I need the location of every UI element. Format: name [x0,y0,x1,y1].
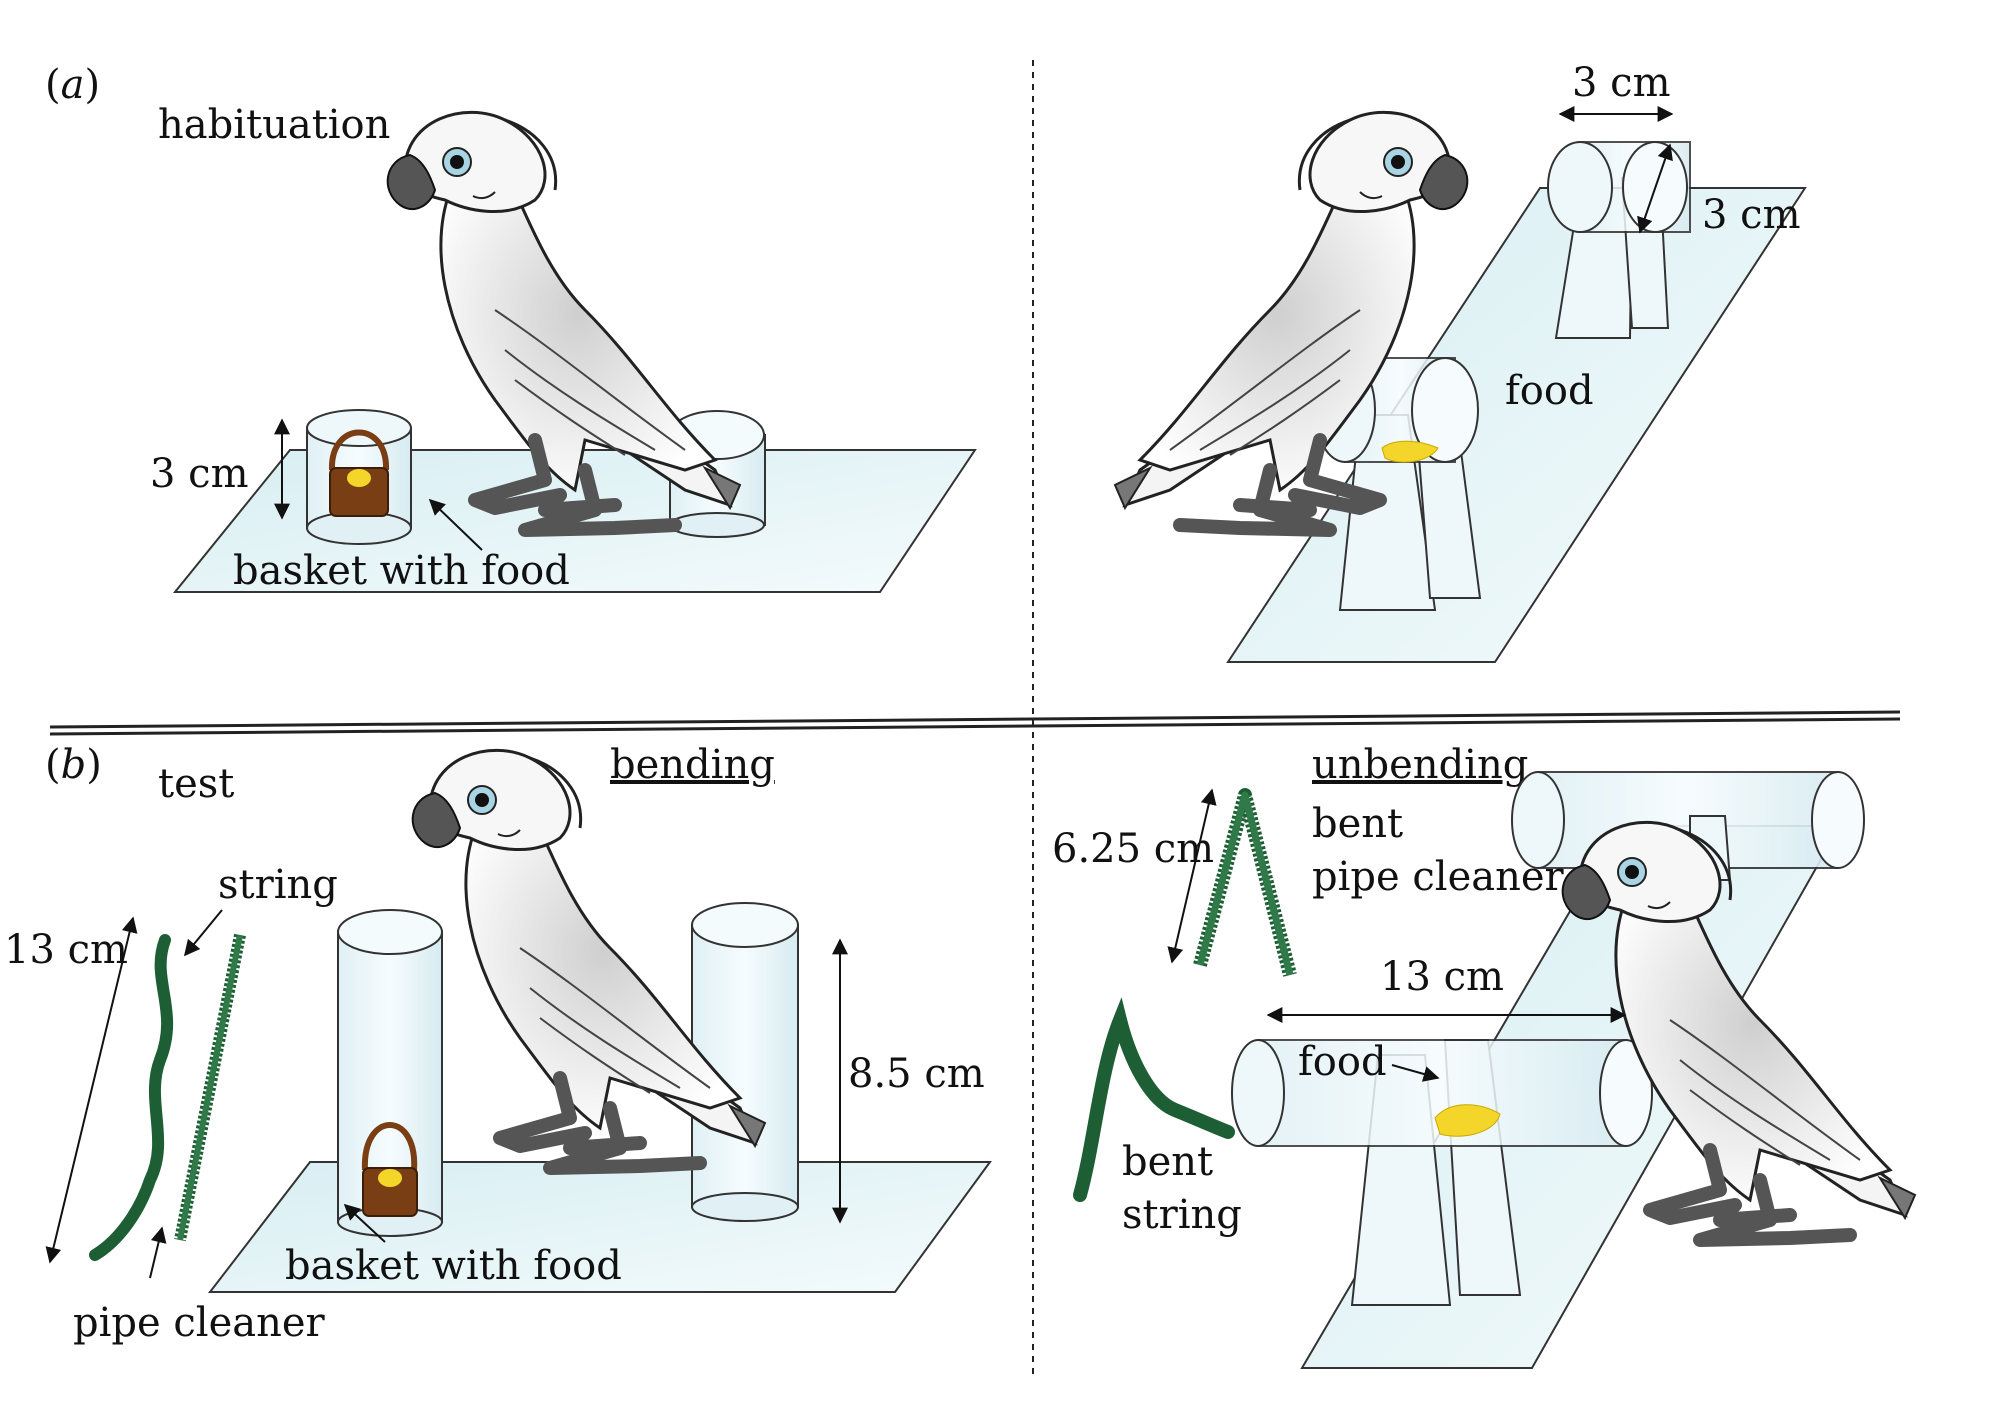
food-b-right [1434,1104,1501,1137]
basket-pointer-arrow-b [343,1203,386,1243]
diameter-arrow [1637,143,1673,234]
basket-pointer-arrow [428,498,483,551]
food-a-right [1381,440,1439,463]
food-pointer-arrow [1391,1064,1440,1082]
length-label: 13 cm [4,927,128,973]
width-label: 3 cm [1572,60,1671,106]
string-label: string [218,862,338,908]
bending-subtitle: bending [610,742,775,788]
panel-a-left: (a) habituation 3 cm basket with food [45,62,977,594]
bent-string-label-2: string [1122,1192,1242,1238]
basket-handle [328,429,390,471]
bent-length-arrow [1167,788,1217,964]
horizontal-divider-bottom [49,717,1901,736]
basket [329,467,389,517]
food [347,469,371,487]
tube-height-label: 8.5 cm [848,1051,985,1097]
horizontal-divider-top [49,710,1901,729]
habituation-title: habituation [158,102,390,148]
bent-pipe-label-1: bent [1312,801,1403,847]
tube-near-b [1231,1039,1653,1306]
food-label-b: food [1298,1039,1387,1085]
tube-length-label: 13 cm [1380,954,1504,1000]
bent-string-label-1: bent [1122,1139,1213,1185]
unbending-subtitle: unbending [1312,742,1528,788]
panel-a-right: 3 cm 3 cm food [1115,60,1807,663]
pipe-cleaner-core [177,934,243,1241]
pipe-cleaner-label: pipe cleaner [73,1300,326,1346]
tube-near [1314,357,1482,611]
test-title: test [158,761,234,807]
bent-pipe-label-2: pipe cleaner [1312,854,1565,900]
food-label-a: food [1505,368,1594,414]
panel-b-right: unbending 6.25 cm bent pipe cleaner [1052,742,1915,1369]
bent-length-label: 6.25 cm [1052,826,1214,872]
panel-b-left: (b) test bending 13 cm string p [4,742,992,1346]
basket-container [306,409,412,545]
length-arrow [45,916,138,1264]
string [89,934,174,1261]
basket-label-b: basket with food [285,1243,622,1289]
panel-a-label: (a) [45,62,100,108]
height-label: 3 cm [150,451,249,497]
string-pointer-arrow [183,909,223,957]
tall-cylinder-basket [337,909,443,1237]
diameter-label: 3 cm [1702,192,1801,238]
panel-b-label: (b) [45,742,102,788]
bent-string [1073,997,1235,1202]
bent-pipe-cleaner [1193,788,1297,977]
pipe-pointer-arrow [149,1226,167,1279]
basket-label: basket with food [233,548,570,594]
